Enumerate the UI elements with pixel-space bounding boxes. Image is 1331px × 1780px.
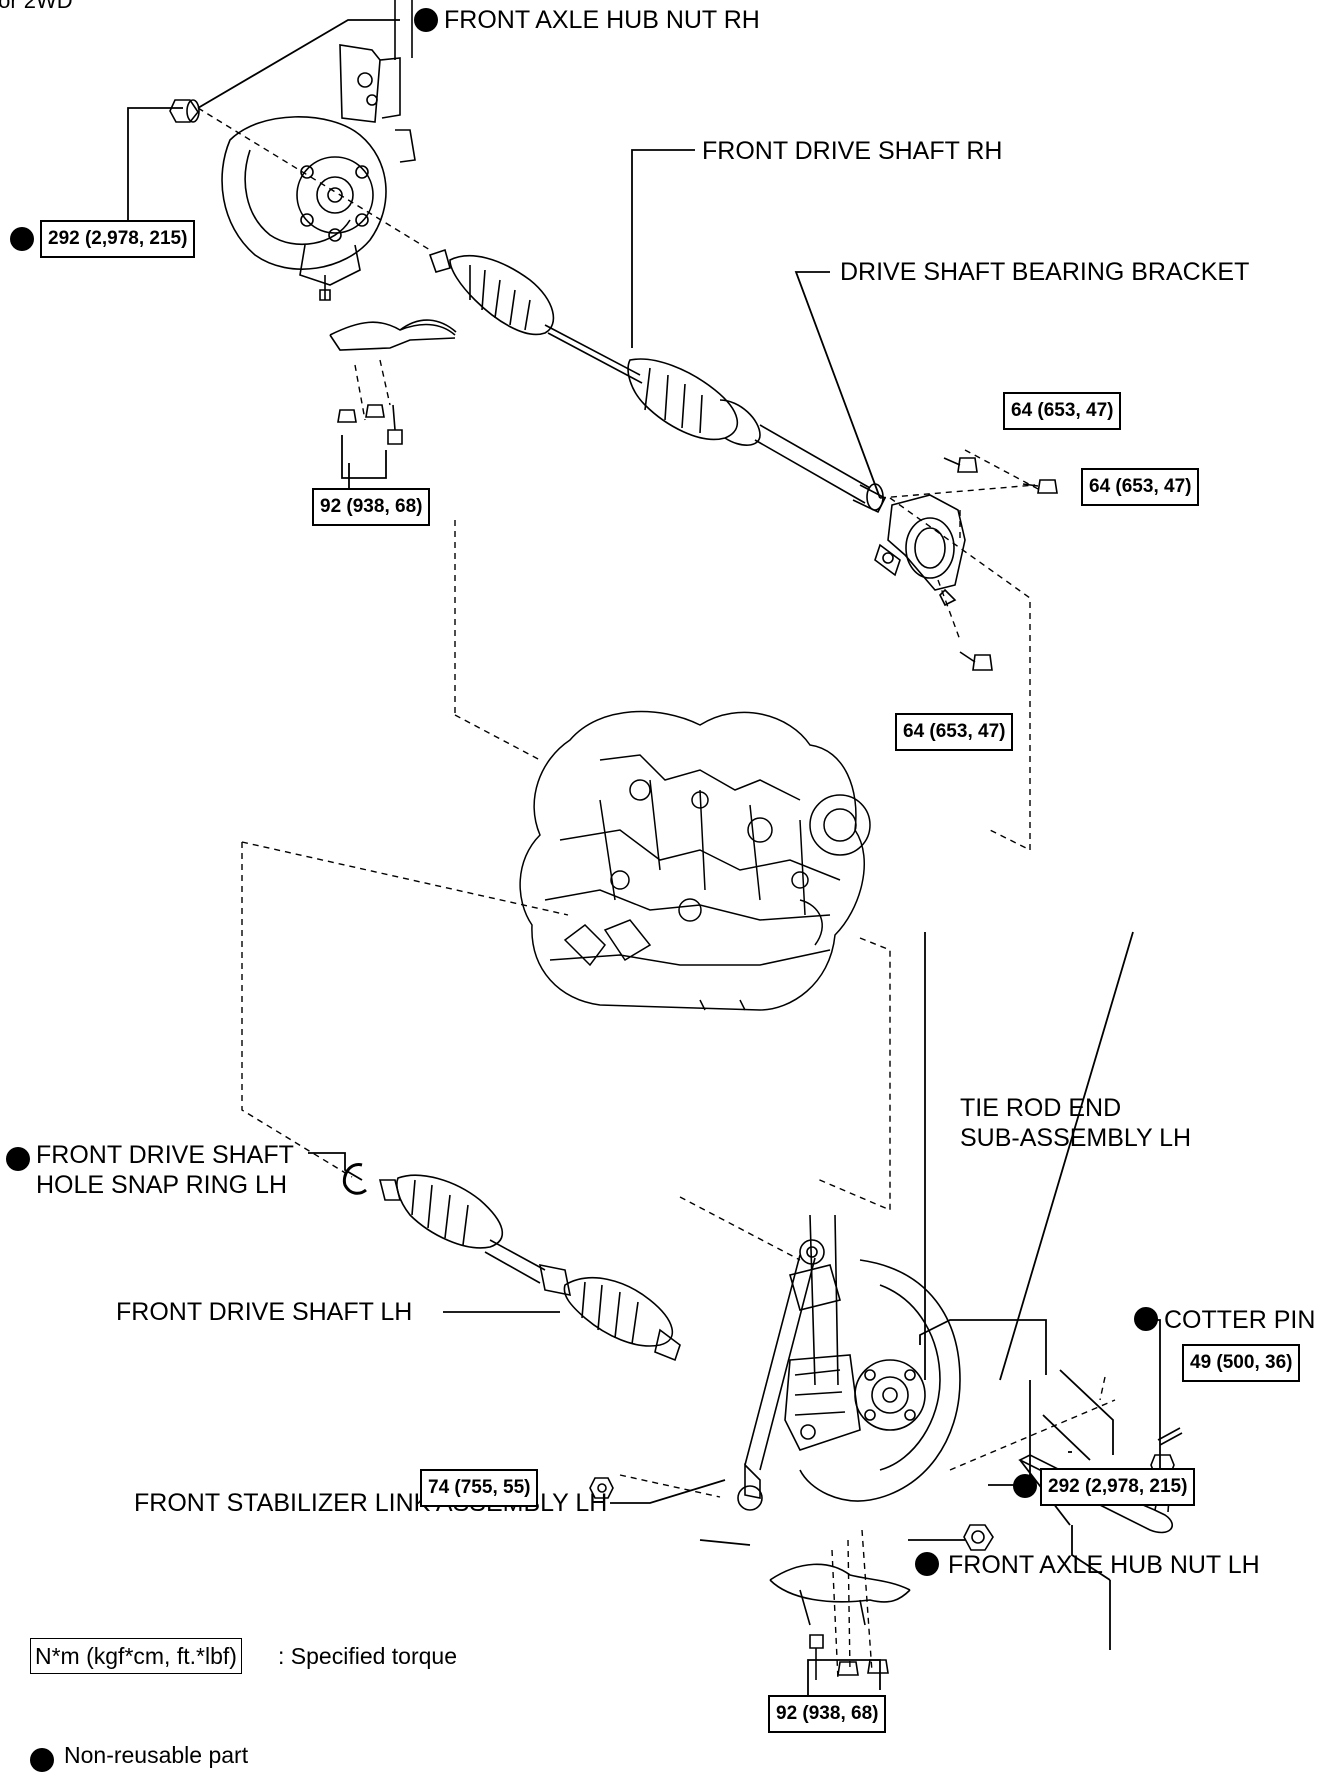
nonreusable-marker <box>915 1552 939 1576</box>
lower-arm-rh <box>329 319 457 351</box>
stabilizer-nut <box>589 1477 614 1499</box>
torque-lower-arm-lh: 92 (938, 68) <box>768 1695 887 1733</box>
header-fragment: for 2WD <box>0 0 73 13</box>
nonreusable-marker <box>10 227 34 251</box>
drive-shaft-rh-shape <box>428 248 887 514</box>
torque-hub-nut-rh: 292 (2,978, 215) <box>40 220 196 258</box>
torque-bracket-top: 64 (653, 47) <box>1003 392 1122 430</box>
legend-torque-box: N*m (kgf*cm, ft.*lbf) <box>30 1638 242 1674</box>
torque-hub-nut-lh: 292 (2,978, 215) <box>1040 1468 1196 1506</box>
knuckle-lh <box>737 1214 961 1511</box>
label-front-axle-hub-nut-lh: FRONT AXLE HUB NUT LH <box>948 1551 1260 1579</box>
nonreusable-marker <box>1134 1307 1158 1331</box>
torque-stabilizer-nut: 74 (755, 55) <box>420 1469 539 1507</box>
torque-bracket-bottom: 64 (653, 47) <box>895 713 1014 751</box>
label-tie-rod-end: TIE ROD END SUB-ASSEMBLY LH <box>960 1094 1192 1152</box>
label-front-axle-hub-nut-rh: FRONT AXLE HUB NUT RH <box>444 6 760 34</box>
arm-bolts-lh <box>809 1634 889 1680</box>
hub-nut-rh <box>169 99 200 123</box>
nonreusable-marker <box>6 1147 30 1171</box>
label-drive-shaft-bearing-bracket: DRIVE SHAFT BEARING BRACKET <box>840 258 1250 286</box>
label-snap-ring: FRONT DRIVE SHAFT HOLE SNAP RING LH <box>36 1141 294 1199</box>
knuckle-rh <box>221 0 416 301</box>
arm-bolts-rh <box>337 404 403 445</box>
label-cotter-pin: COTTER PIN <box>1164 1306 1316 1334</box>
bearing-bracket-shape <box>874 494 966 607</box>
legend-torque-text: : Specified torque <box>278 1643 458 1669</box>
torque-lower-arm-rh: 92 (938, 68) <box>312 488 431 526</box>
legend-nonreusable-text: Non-reusable part <box>64 1742 249 1768</box>
snap-ring-shape <box>342 1163 367 1195</box>
nonreusable-marker <box>1013 1474 1037 1498</box>
bracket-bolts <box>943 457 1058 671</box>
torque-bracket-side: 64 (653, 47) <box>1081 468 1200 506</box>
legend-nonreusable-icon <box>30 1748 54 1772</box>
lower-arm-lh <box>769 1563 911 1626</box>
torque-tie-rod-nut: 49 (500, 36) <box>1182 1344 1301 1382</box>
label-front-drive-shaft-rh: FRONT DRIVE SHAFT RH <box>702 137 1003 165</box>
drive-shaft-lh-shape <box>378 1174 681 1362</box>
nonreusable-marker <box>414 8 438 32</box>
label-front-drive-shaft-lh: FRONT DRIVE SHAFT LH <box>116 1298 413 1326</box>
hub-nut-lh <box>963 1524 994 1551</box>
transaxle-shape <box>519 710 871 1011</box>
